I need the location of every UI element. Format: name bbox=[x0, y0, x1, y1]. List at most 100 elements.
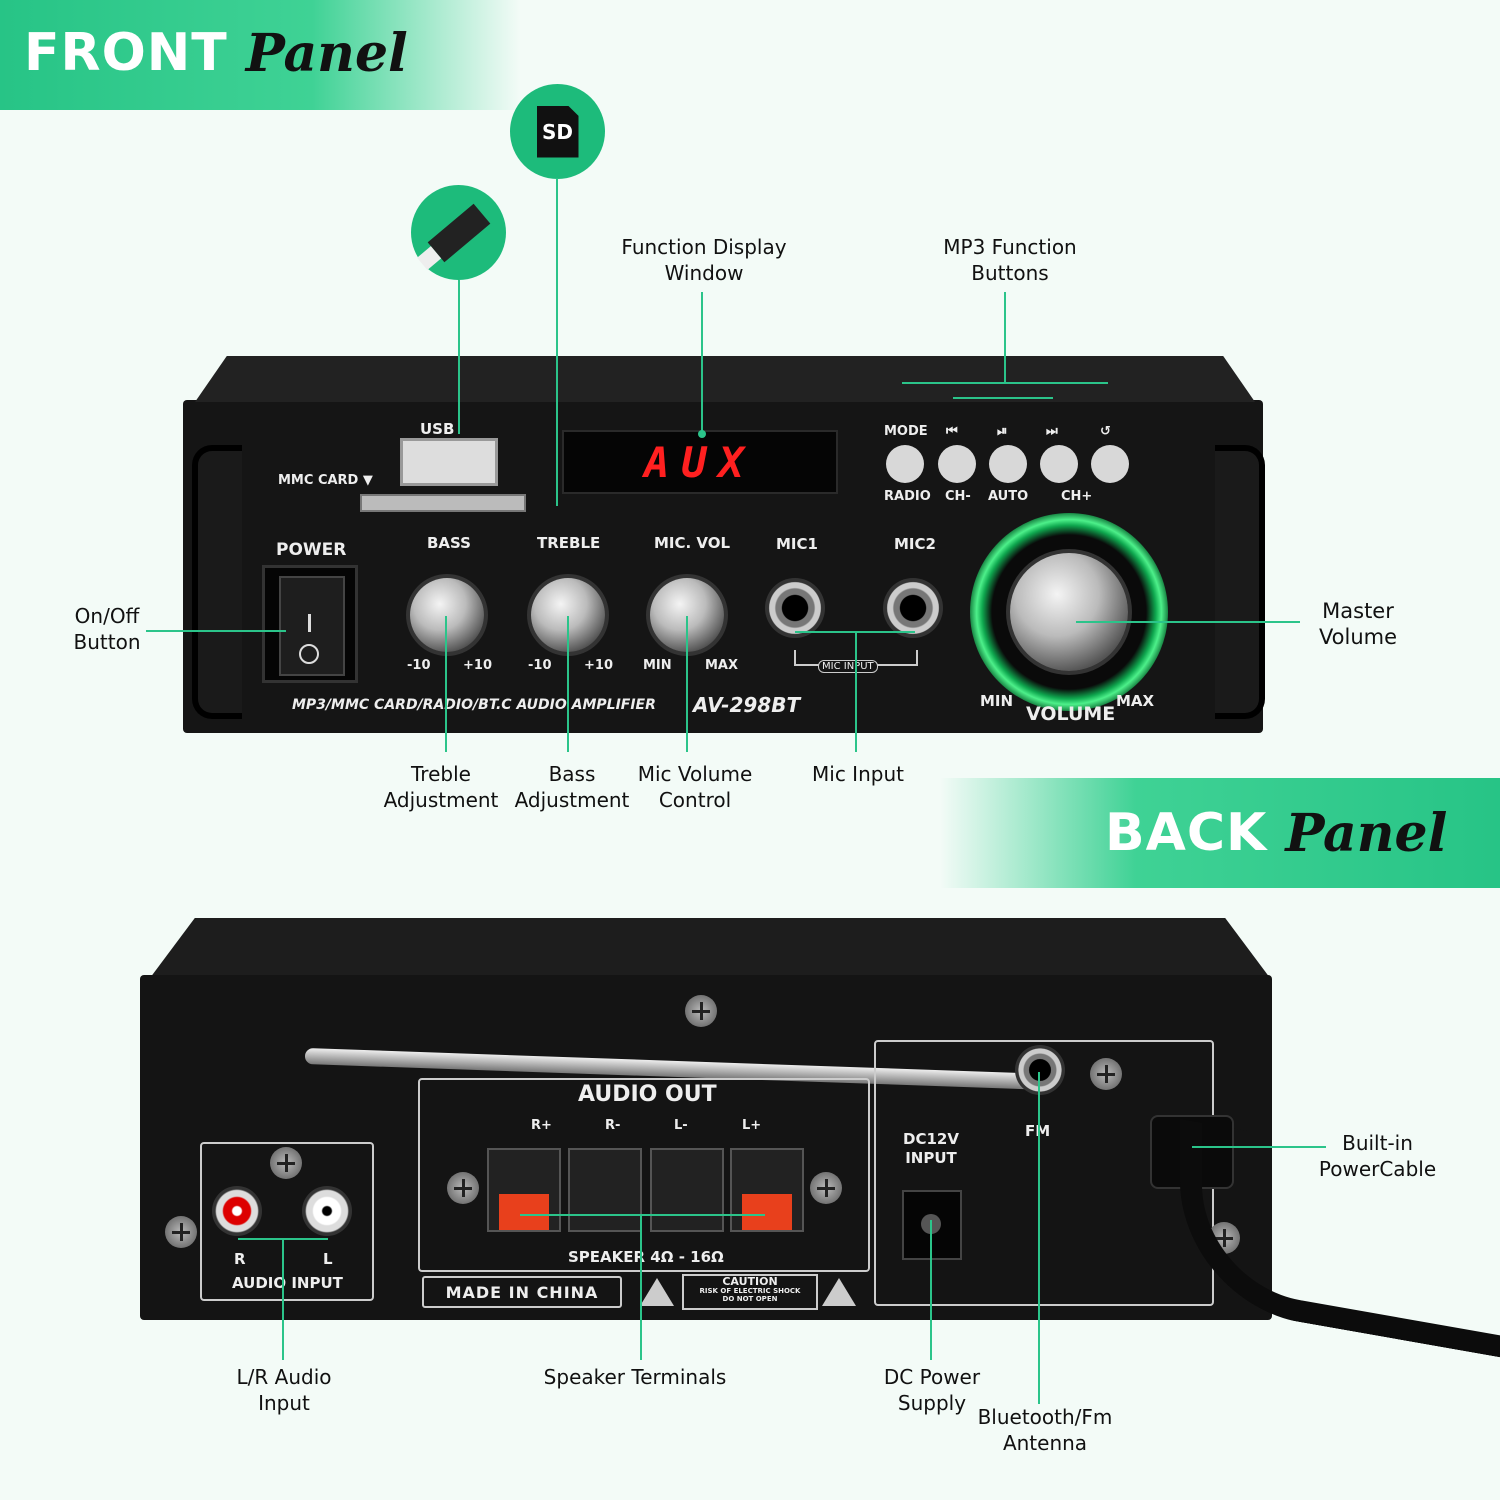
repeat-button[interactable] bbox=[1091, 445, 1129, 483]
rca-r-label: R bbox=[234, 1250, 246, 1268]
dc-top-screw-icon bbox=[1090, 1058, 1122, 1090]
prev-ch-minus-button[interactable] bbox=[938, 445, 976, 483]
treble-max: +10 bbox=[584, 658, 613, 673]
caution-label: CAUTION bbox=[722, 1275, 778, 1288]
terminal-label-l-plus: L+ bbox=[742, 1118, 762, 1133]
btn-label-radio: RADIO bbox=[884, 489, 931, 504]
audio-out-right-screw-icon bbox=[810, 1172, 842, 1204]
usb-port[interactable] bbox=[400, 438, 498, 486]
mmc-card-label: MMC CARD ▼ bbox=[278, 473, 373, 488]
master-volume-callout-line bbox=[1076, 621, 1300, 623]
mic1-label: MIC1 bbox=[776, 535, 818, 553]
made-in-china-box: MADE IN CHINA bbox=[422, 1276, 622, 1308]
usb-label: USB bbox=[420, 420, 455, 438]
onoff-callout-line bbox=[146, 630, 286, 632]
back-panel bbox=[140, 975, 1272, 1320]
callout-master-volume: Master Volume bbox=[1318, 599, 1398, 649]
back-banner-main: BACK bbox=[1105, 803, 1268, 863]
back-panel-top bbox=[150, 918, 1270, 978]
callout-bt-antenna: Bluetooth/Fm Antenna bbox=[977, 1405, 1113, 1455]
callout-mp3-buttons: MP3 Function Buttons bbox=[943, 235, 1077, 285]
mp3-callout-hbar-1 bbox=[902, 382, 1108, 384]
btn-label-ch-minus: CH- bbox=[945, 489, 971, 504]
model-name: AV-298BT bbox=[693, 693, 801, 717]
micvol-min: MIN bbox=[643, 658, 672, 673]
treble-min: -10 bbox=[528, 658, 552, 673]
display-callout-dot bbox=[698, 430, 706, 438]
back-banner bbox=[940, 778, 1500, 888]
btn-label-mode: MODE bbox=[884, 424, 928, 439]
audio-out-left-screw-icon bbox=[447, 1172, 479, 1204]
speaker-terminal-r-minus[interactable] bbox=[568, 1148, 642, 1232]
right-handle bbox=[1215, 445, 1265, 719]
speaker-terminal-l-plus[interactable] bbox=[730, 1148, 804, 1232]
mic-input-label: MIC INPUT bbox=[818, 660, 878, 673]
callout-speaker-terminals: Speaker Terminals bbox=[543, 1365, 727, 1389]
top-screw-icon bbox=[685, 995, 717, 1027]
mic2-jack[interactable] bbox=[883, 578, 943, 638]
mmc-card-slot[interactable] bbox=[360, 494, 526, 512]
callout-builtin-power: Built-in PowerCable bbox=[1318, 1131, 1437, 1181]
micvol-max: MAX bbox=[705, 658, 739, 673]
bass-knob[interactable] bbox=[410, 578, 484, 652]
power-cable-grommet bbox=[1150, 1115, 1234, 1189]
mic2-label: MIC2 bbox=[894, 535, 936, 553]
display-callout-line bbox=[701, 292, 703, 434]
btn-label-prev: ⏮ bbox=[946, 424, 958, 439]
mic-vol-label: MIC. VOL bbox=[654, 534, 731, 552]
fm-label: FM bbox=[1025, 1122, 1050, 1140]
back-banner-script: Panel bbox=[1285, 802, 1448, 864]
caution-sub: RISK OF ELECTRIC SHOCK DO NOT OPEN bbox=[699, 1287, 801, 1303]
power-cable-callout-line bbox=[1192, 1146, 1326, 1148]
btn-label-ch-plus: CH+ bbox=[1061, 489, 1093, 504]
speaker-impedance-label: SPEAKER 4Ω - 16Ω bbox=[568, 1248, 724, 1266]
mic-input-callout-line bbox=[855, 631, 857, 752]
model-description: MP3/MMC CARD/RADIO/BT.C AUDIO AMPLIFIER bbox=[292, 697, 656, 713]
next-ch-plus-button[interactable] bbox=[1040, 445, 1078, 483]
bass-callout-line bbox=[567, 616, 569, 752]
rca-right-jack[interactable] bbox=[212, 1186, 262, 1236]
btn-label-repeat: ↺ bbox=[1100, 424, 1111, 439]
vol-min-label: MIN bbox=[980, 692, 1014, 710]
dc-power-jack[interactable] bbox=[902, 1190, 962, 1260]
mic1-jack[interactable] bbox=[765, 578, 825, 638]
volume-label: VOLUME bbox=[1026, 703, 1116, 725]
dc-input-label: DC12V INPUT bbox=[903, 1130, 959, 1167]
speaker-callout-hbar bbox=[520, 1214, 765, 1216]
terminal-label-r-minus: R- bbox=[605, 1118, 621, 1133]
usb-callout-line bbox=[458, 280, 460, 434]
bass-label: BASS bbox=[427, 534, 471, 552]
antenna-callout-line bbox=[1038, 1072, 1040, 1404]
dc-callout-line bbox=[930, 1220, 932, 1360]
callout-mic-volume: Mic Volume Control bbox=[637, 762, 753, 812]
mic-volume-callout-line bbox=[686, 616, 688, 752]
treble-callout-line bbox=[445, 616, 447, 752]
dc-right-screw-icon bbox=[1208, 1222, 1240, 1254]
power-label: POWER bbox=[276, 540, 347, 560]
speaker-terminal-l-minus[interactable] bbox=[650, 1148, 724, 1232]
bass-min: -10 bbox=[407, 658, 431, 673]
made-in-china-label: MADE IN CHINA bbox=[445, 1282, 599, 1302]
speaker-terminal-r-plus[interactable] bbox=[487, 1148, 561, 1232]
audio-out-label: AUDIO OUT bbox=[578, 1082, 717, 1107]
btn-label-next: ⏭ bbox=[1046, 424, 1058, 439]
front-banner-title: FRONT Panel bbox=[24, 23, 408, 84]
power-switch[interactable] bbox=[262, 565, 358, 683]
audio-input-box bbox=[200, 1142, 374, 1301]
play-pause-auto-button[interactable] bbox=[989, 445, 1027, 483]
left-handle bbox=[192, 445, 242, 719]
front-banner bbox=[0, 0, 520, 110]
display-text: AUX bbox=[644, 437, 756, 487]
mp3-callout-line bbox=[1004, 292, 1006, 382]
master-volume-knob[interactable] bbox=[1010, 553, 1128, 671]
back-banner-title: BACK Panel bbox=[1105, 802, 1448, 864]
callout-onoff: On/Off Button bbox=[73, 604, 141, 654]
mp3-callout-hbar-2 bbox=[953, 397, 1053, 399]
function-display: AUX bbox=[562, 430, 838, 494]
terminal-label-r-plus: R+ bbox=[531, 1118, 552, 1133]
sd-text: SD bbox=[541, 119, 573, 144]
audio-input-screw-icon bbox=[270, 1147, 302, 1179]
caution-box: CAUTION RISK OF ELECTRIC SHOCK DO NOT OP… bbox=[682, 1274, 818, 1310]
rca-left-jack[interactable] bbox=[302, 1186, 352, 1236]
mode-radio-button[interactable] bbox=[886, 445, 924, 483]
